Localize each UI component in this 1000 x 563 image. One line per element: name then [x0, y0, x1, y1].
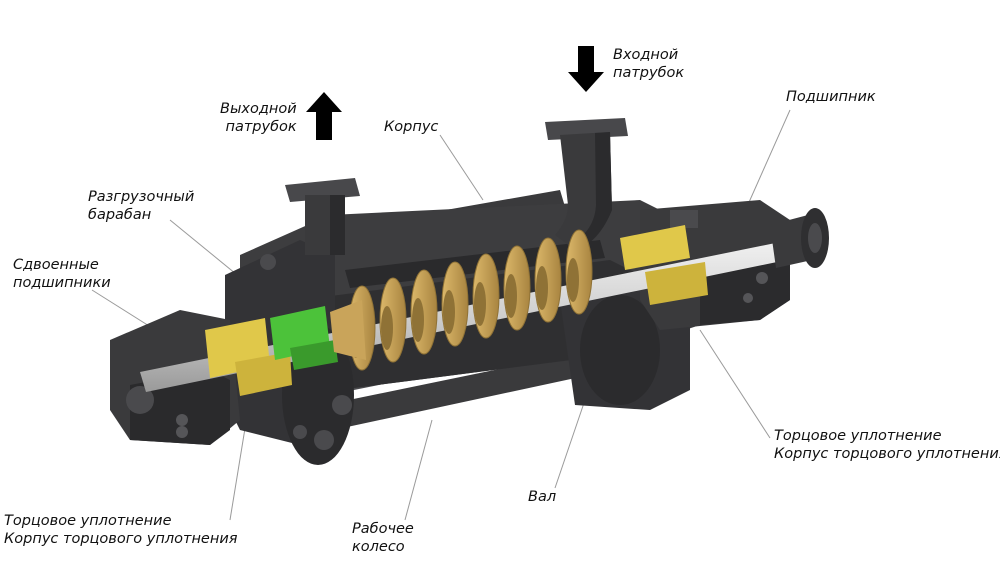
seal-left-line-1: Торцовое уплотнение — [4, 513, 172, 529]
label-impeller: Рабочее колесо — [352, 520, 414, 556]
impellers — [330, 229, 593, 371]
label-inlet-nozzle: Входной патрубок — [613, 46, 684, 82]
impeller-line-2: колесо — [352, 539, 405, 555]
impeller-hub — [443, 290, 455, 334]
leader-seal-right — [699, 329, 771, 439]
impeller-hub — [567, 258, 579, 302]
balance-drum — [270, 306, 338, 370]
seal-right-line-2: Корпус торцового уплотнения — [774, 446, 1000, 462]
label-bearing: Подшипник — [786, 88, 876, 106]
outlet-nozzle-line-1: Выходной — [220, 101, 297, 117]
double-bearings-line-2: подшипники — [13, 275, 111, 291]
shaft-text: Вал — [528, 489, 557, 505]
outlet-nozzle-line-2: патрубок — [225, 119, 297, 135]
impeller-hub — [536, 266, 548, 310]
label-balance-drum: Разгрузочный барабан — [88, 188, 194, 224]
label-seal-right: Торцовое уплотнение Корпус торцового упл… — [774, 427, 1000, 463]
label-double-bearings: Сдвоенные подшипники — [13, 256, 111, 292]
inlet-nozzle-line-2: патрубок — [613, 65, 685, 81]
impeller-hub — [412, 298, 424, 342]
impeller-line-1: Рабочее — [352, 521, 414, 537]
leader-lines — [91, 109, 791, 521]
label-seal-left: Торцовое уплотнение Корпус торцового упл… — [4, 512, 237, 548]
double-bearings-line-1: Сдвоенные — [13, 257, 99, 273]
impeller-hub — [474, 282, 486, 326]
label-casing: Корпус — [384, 118, 438, 136]
label-outlet-nozzle: Выходной патрубок — [220, 100, 297, 136]
arrow-down-icon — [568, 46, 604, 92]
balance-drum-line-1: Разгрузочный — [88, 189, 195, 205]
outlet-nozzle — [285, 178, 360, 255]
balance-drum-line-2: барабан — [88, 207, 152, 223]
leader-shaft — [554, 399, 586, 489]
seal-sleeves — [205, 225, 708, 396]
impeller-hub — [505, 274, 517, 318]
label-shaft: Вал — [528, 488, 556, 506]
inlet-nozzle-line-1: Входной — [613, 47, 679, 63]
casing-text: Корпус — [384, 119, 439, 135]
leader-casing — [439, 134, 484, 201]
leader-impeller — [404, 419, 433, 521]
impeller-hub-cone — [330, 300, 366, 360]
leader-bearing — [741, 109, 791, 219]
arrow-up-icon — [306, 92, 342, 140]
inlet-nozzle — [545, 118, 628, 250]
impeller-hub — [381, 306, 393, 350]
bearing-text: Подшипник — [786, 89, 876, 105]
seal-right-line-1: Торцовое уплотнение — [774, 428, 942, 444]
seal-left-line-2: Корпус торцового уплотнения — [4, 531, 238, 547]
